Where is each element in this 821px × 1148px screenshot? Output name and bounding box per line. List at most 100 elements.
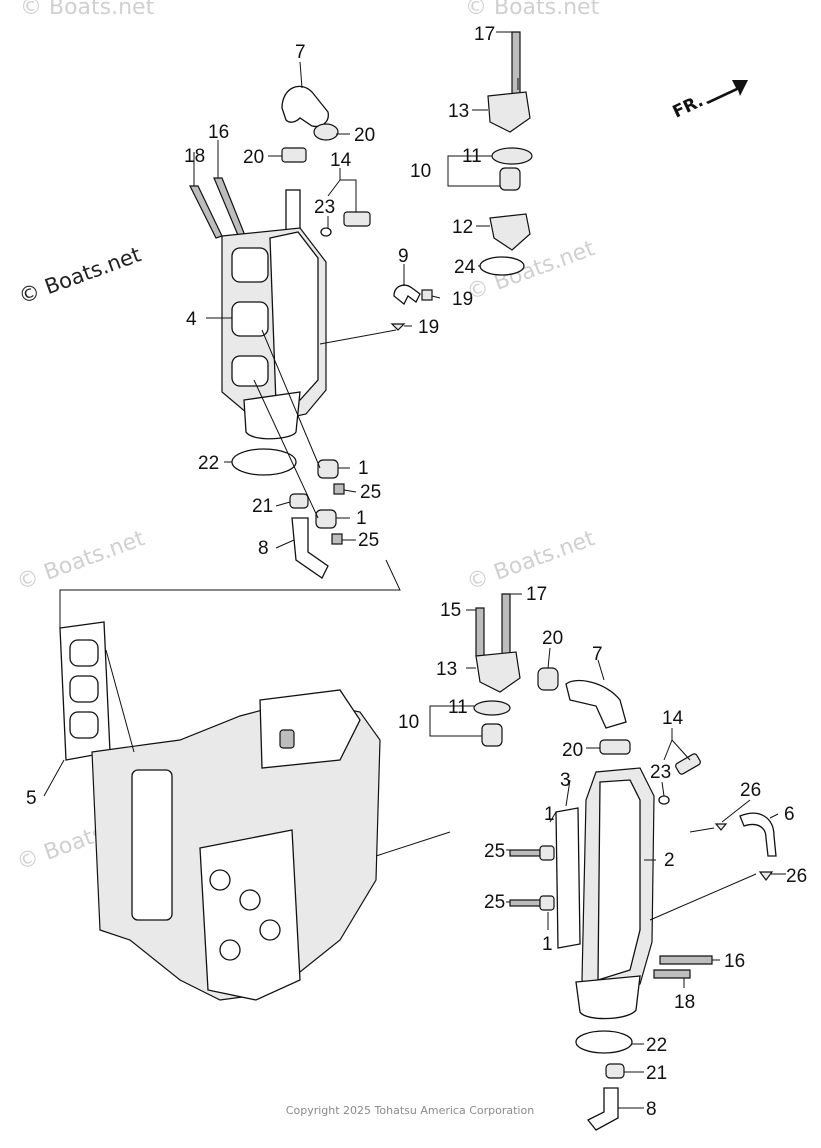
clamp-part-20 bbox=[313, 123, 339, 141]
outlet-elbow bbox=[243, 391, 301, 440]
watermark-text: © Boats.net bbox=[14, 526, 149, 596]
clamp-part-20 bbox=[599, 739, 631, 755]
callout-12: 12 bbox=[452, 217, 473, 238]
bolt-part-17 bbox=[511, 31, 521, 95]
cap-part-21 bbox=[289, 493, 309, 509]
bolt-part-25 bbox=[509, 849, 541, 857]
gasket-hole bbox=[69, 711, 99, 739]
engine-port bbox=[209, 869, 231, 891]
thermostat-cover-part-13 bbox=[487, 91, 531, 133]
oring-part-22 bbox=[575, 1030, 633, 1054]
callout-14: 14 bbox=[662, 708, 684, 729]
clamp-part-20 bbox=[537, 667, 559, 691]
callout-7: 7 bbox=[295, 42, 306, 63]
callout-10: 10 bbox=[410, 161, 431, 182]
callout-8: 8 bbox=[646, 1099, 657, 1120]
callout-25: 25 bbox=[360, 482, 381, 503]
callout-18: 18 bbox=[184, 146, 205, 167]
engine-side-rail bbox=[131, 769, 173, 921]
callout-22: 22 bbox=[198, 453, 219, 474]
front-direction-arrow: FR. bbox=[670, 80, 748, 123]
clamp-part-20 bbox=[281, 147, 307, 163]
leader-lines bbox=[43, 31, 786, 1109]
callout-1: 1 bbox=[544, 804, 555, 825]
hose-part-7 bbox=[281, 85, 329, 128]
callout-26: 26 bbox=[740, 780, 761, 801]
thermostat-cover-part-13 bbox=[475, 651, 521, 693]
outlet-elbow bbox=[575, 975, 641, 1020]
cover-rib bbox=[269, 231, 319, 405]
grommet-part-1 bbox=[539, 895, 555, 911]
callout-9: 9 bbox=[398, 246, 409, 267]
gasket-part-3 bbox=[555, 807, 581, 949]
upper-thermostat-group bbox=[479, 31, 533, 276]
clip-part-26 bbox=[714, 823, 728, 831]
callout-23: 23 bbox=[650, 762, 671, 783]
callout-24: 24 bbox=[454, 257, 476, 278]
thermostat-part-10 bbox=[481, 723, 503, 747]
hose-part-7 bbox=[565, 679, 627, 729]
callout-14: 14 bbox=[330, 150, 352, 171]
callout-labels: 7 20 20 16 18 14 23 4 9 19 19 22 1 25 1 … bbox=[26, 24, 807, 1120]
hose-part-9 bbox=[393, 284, 421, 306]
oring-part-22 bbox=[231, 448, 297, 476]
callout-21: 21 bbox=[252, 496, 273, 517]
bolt-part-25 bbox=[509, 899, 541, 907]
callout-1: 1 bbox=[542, 934, 553, 955]
callout-19: 19 bbox=[418, 317, 439, 338]
bolt-part-15 bbox=[475, 607, 485, 657]
engine-cover-panel bbox=[199, 829, 301, 1001]
clip-part-26 bbox=[758, 871, 774, 881]
thermostat-part-10 bbox=[499, 167, 521, 191]
upper-left-assembly bbox=[189, 85, 433, 579]
elbow-part-8 bbox=[586, 1087, 619, 1131]
watermark-text: © Boats.net bbox=[465, 0, 600, 20]
gasket-hole bbox=[69, 639, 99, 667]
engine-port bbox=[259, 919, 281, 941]
callout-11: 11 bbox=[448, 697, 468, 718]
bolt-part-25 bbox=[331, 533, 343, 545]
bolt-part-16 bbox=[659, 955, 713, 965]
callout-5: 5 bbox=[26, 788, 37, 809]
cap-part-21 bbox=[605, 1063, 625, 1079]
callout-20: 20 bbox=[562, 740, 583, 761]
gasket-hole bbox=[69, 675, 99, 703]
callout-13: 13 bbox=[448, 101, 469, 122]
callout-10: 10 bbox=[398, 712, 419, 733]
callout-17: 17 bbox=[474, 24, 495, 45]
engine-port bbox=[219, 939, 241, 961]
grommet-part-1 bbox=[315, 509, 337, 529]
clip-part-19 bbox=[390, 323, 406, 331]
front-label: FR. bbox=[670, 91, 707, 122]
bolt-part-25 bbox=[333, 483, 345, 495]
callout-11: 11 bbox=[462, 146, 482, 167]
engine-port bbox=[239, 889, 261, 911]
callout-26: 26 bbox=[786, 866, 807, 887]
bolt-part-17 bbox=[501, 593, 511, 657]
callout-17: 17 bbox=[526, 584, 547, 605]
port-opening bbox=[231, 355, 269, 387]
gasket-part-5 bbox=[59, 621, 111, 761]
copyright-text: Copyright 2025 Tohatsu America Corporati… bbox=[286, 1104, 534, 1117]
oring-part-24 bbox=[479, 256, 525, 276]
callout-25: 25 bbox=[358, 530, 379, 551]
housing-part-12 bbox=[489, 213, 531, 251]
callout-25: 25 bbox=[484, 892, 505, 913]
engine-block bbox=[91, 689, 381, 1001]
callout-7: 7 bbox=[592, 644, 603, 665]
sensor-part-14 bbox=[343, 211, 371, 227]
port-opening bbox=[231, 301, 269, 337]
sensor-part-14 bbox=[675, 753, 701, 775]
callout-8: 8 bbox=[258, 538, 269, 559]
washer-part-23 bbox=[658, 795, 670, 805]
callout-20: 20 bbox=[354, 125, 375, 146]
seal-part-11 bbox=[473, 700, 511, 716]
callout-20: 20 bbox=[542, 628, 563, 649]
engine-fitting bbox=[279, 729, 295, 749]
bolt-part-18 bbox=[189, 185, 223, 239]
callout-23: 23 bbox=[314, 197, 335, 218]
callout-25: 25 bbox=[484, 841, 505, 862]
callout-19: 19 bbox=[452, 289, 473, 310]
callout-13: 13 bbox=[436, 659, 457, 680]
